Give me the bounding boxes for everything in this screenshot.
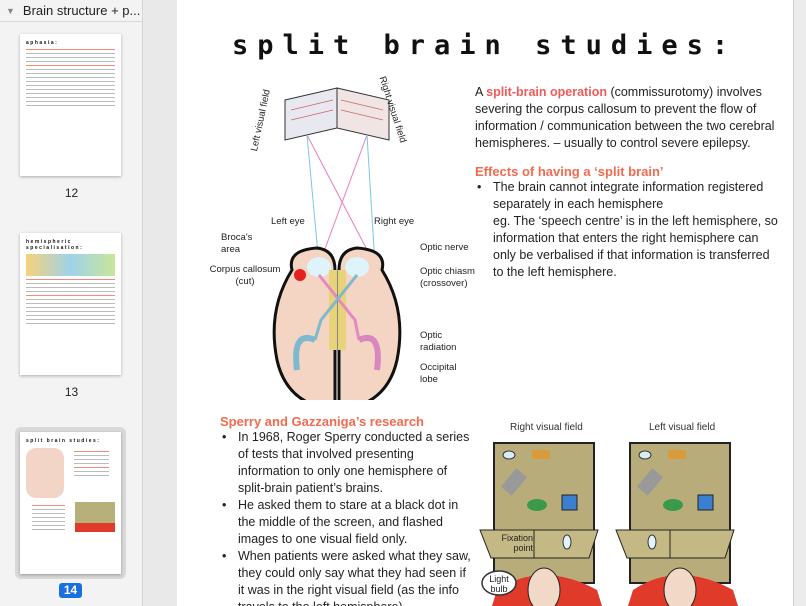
right-text-column: A split-brain operation (commissurotomy)… [475, 84, 783, 281]
intro-paragraph: A split-brain operation (commissurotomy)… [475, 85, 775, 150]
split-brain-term: split-brain operation [486, 85, 607, 99]
thumb-title: hemispheric specialisation: [26, 239, 84, 251]
label-left-visual-field-exp: Left visual field [649, 422, 716, 433]
research-heading: Sperry and Gazzaniga’s research [220, 414, 425, 429]
label-optic-chiasm: Optic chiasm (crossover) [420, 266, 475, 289]
label-right-visual-field-exp: Right visual field [510, 422, 583, 433]
page-thumbnail-14[interactable]: split brain studies: [20, 432, 121, 574]
effects-example: eg. The ‘speech centre’ is in the left h… [493, 214, 778, 279]
research-section: Sperry and Gazzaniga’s research In 1968,… [220, 414, 472, 606]
label-optic-radiation: Optic radiation [420, 330, 457, 353]
label-brocas-area: Broca's area [221, 232, 253, 255]
document-title: Brain structure + p... [22, 3, 141, 18]
effects-item: The brain cannot integrate information r… [475, 179, 783, 213]
label-right-eye: Right eye [374, 216, 415, 227]
pdf-page: split brain studies: Left visual field R… [177, 0, 793, 606]
page-title: split brain studies: [232, 30, 738, 61]
label-occipital-lobe: Occipital lobe [420, 362, 457, 385]
effects-list: The brain cannot integrate information r… [475, 179, 783, 281]
disclosure-triangle-icon[interactable]: ▼ [6, 5, 15, 16]
page-number-12[interactable]: 12 [64, 186, 79, 200]
label-light-bulb: Light bulb [489, 574, 509, 594]
research-item: When patients were asked what they saw, … [220, 548, 472, 606]
document-header[interactable]: ▼ Brain structure + p... [0, 0, 142, 22]
effects-heading: Effects of having a ‘split brain’ [475, 164, 664, 179]
label-corpus-callosum: Corpus callosum (cut) [209, 264, 281, 287]
label-left-eye: Left eye [271, 216, 305, 227]
research-list: In 1968, Roger Sperry conducted a series… [220, 429, 472, 606]
research-item: In 1968, Roger Sperry conducted a series… [220, 429, 472, 497]
experiment-illustration [479, 442, 739, 606]
label-fixation-point: Fixation point [501, 533, 533, 553]
thumbnail-sidebar: ▼ Brain structure + p... aphasia: 12 hemi… [0, 0, 143, 606]
page-number-13[interactable]: 13 [64, 385, 79, 399]
page-thumbnail-13[interactable]: hemispheric specialisation: [20, 233, 121, 375]
vertical-scrollbar[interactable] [793, 0, 806, 606]
research-item: He asked them to stare at a black dot in… [220, 497, 472, 548]
thumb-title: split brain studies: [26, 438, 101, 444]
label-optic-nerve: Optic nerve [420, 242, 469, 253]
split-brain-diagram [272, 87, 402, 400]
page-number-14-selected[interactable]: 14 [59, 583, 82, 598]
page-thumbnail-12[interactable]: aphasia: [20, 34, 121, 176]
thumb-title: aphasia: [26, 40, 59, 46]
